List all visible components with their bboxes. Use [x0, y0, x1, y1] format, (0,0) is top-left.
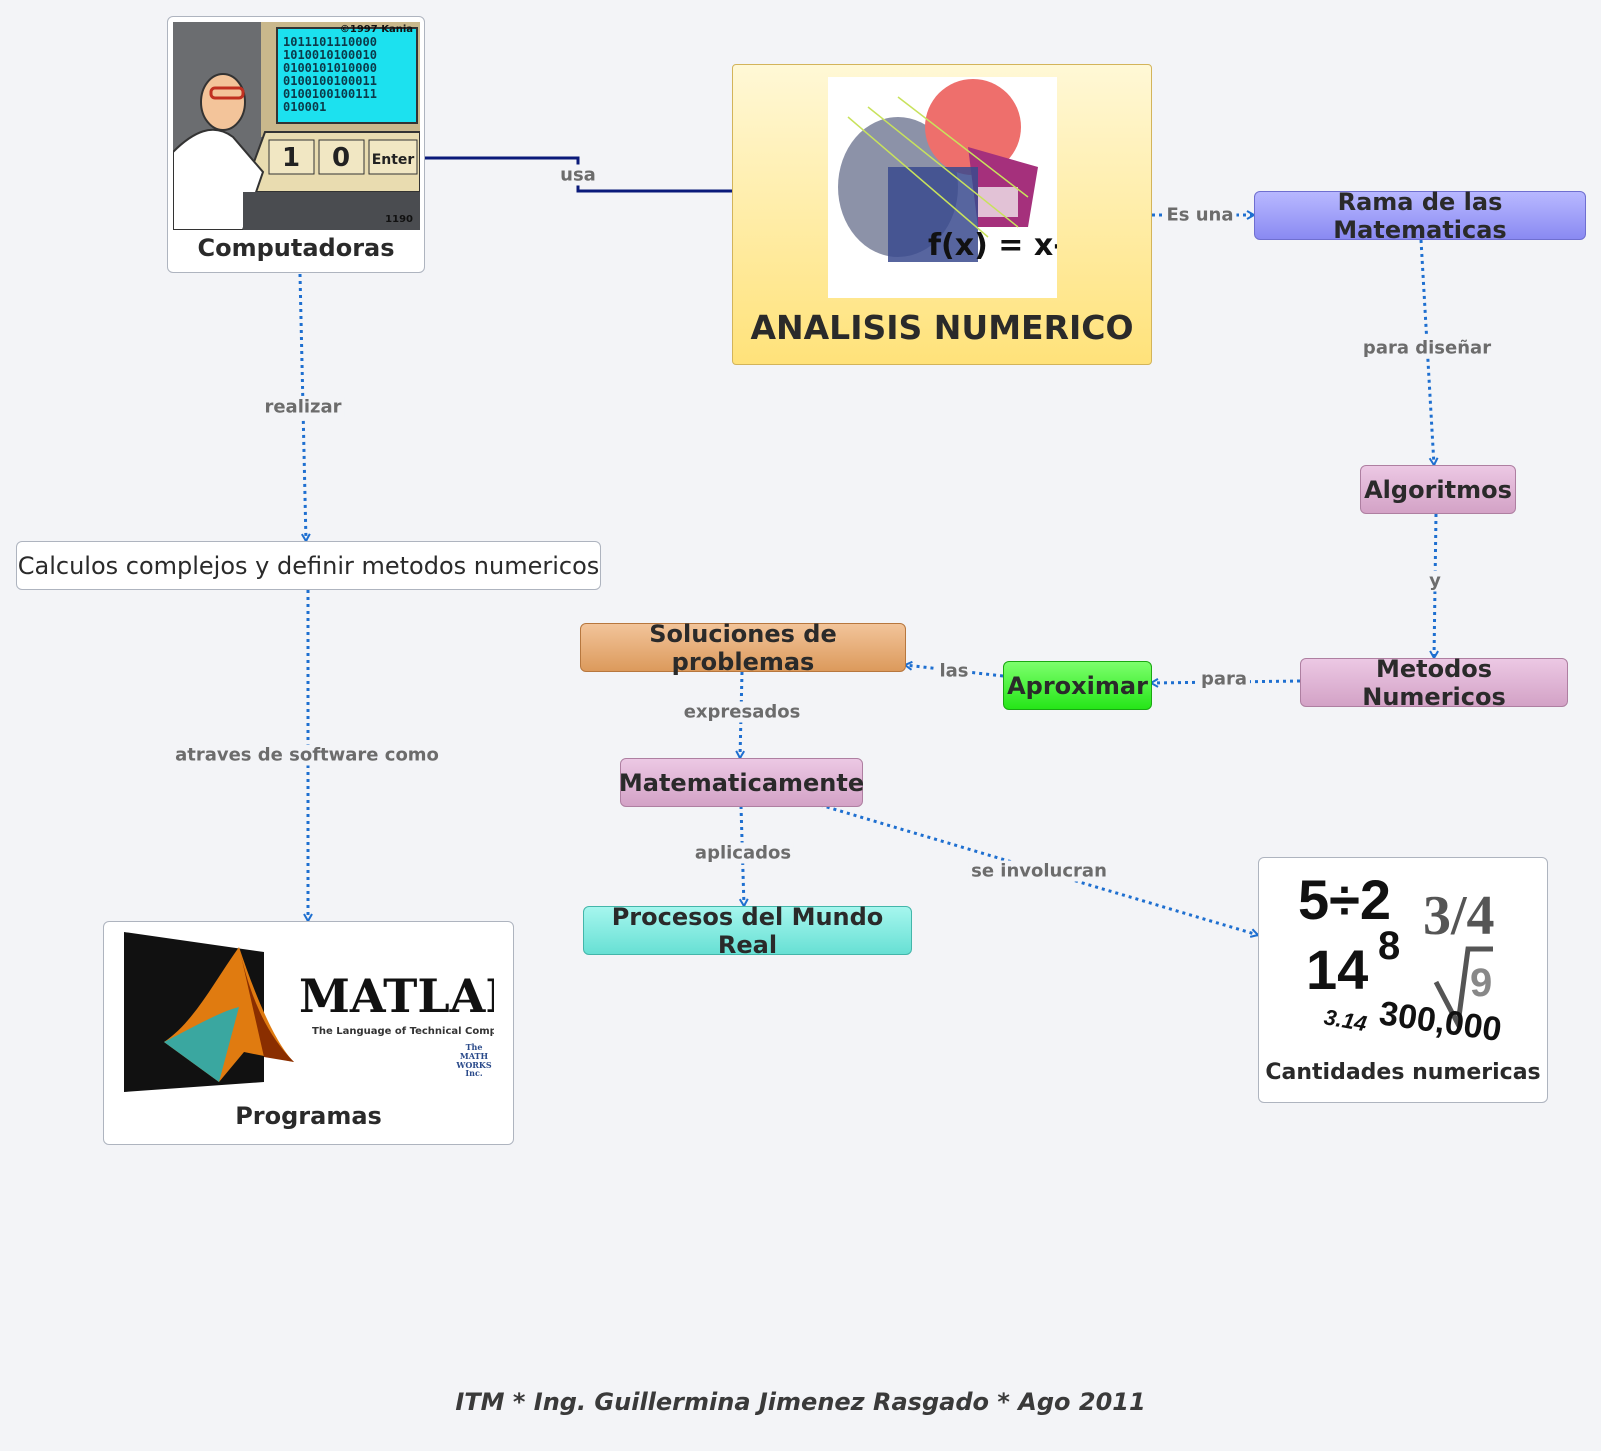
key-enter: Enter	[371, 152, 414, 168]
edge-se-involucran	[819, 803, 1258, 935]
node-cantidades-numericas[interactable]: 5÷2 3/4 14 8 9 3.14 300,000 Cantidades n…	[1258, 857, 1548, 1103]
mathworks-line-4: Inc.	[465, 1068, 482, 1078]
node-computadoras[interactable]: ©1997 Kania 1011101110000 1010010100010 …	[167, 16, 425, 273]
node-algoritmos[interactable]: Algoritmos	[1360, 465, 1516, 514]
numbers-illustration: 5÷2 3/4 14 8 9 3.14 300,000	[1298, 868, 1504, 1049]
number-fourteen: 14	[1306, 938, 1368, 1001]
binary-line-3: 0100101010000	[283, 61, 377, 75]
binary-line-6: 010001	[283, 100, 326, 114]
edge-label-usa: usa	[557, 164, 599, 186]
math-formula: f(x) = x-T	[928, 228, 1057, 263]
edge-label-expresados: expresados	[680, 701, 804, 723]
math-illustration: f(x) = x-T	[827, 77, 1057, 298]
mathworks-line-1: The	[465, 1042, 482, 1052]
computer-copyright: ©1997 Kania	[339, 24, 412, 35]
node-cantidades-numericas-label: Cantidades numericas	[1265, 1060, 1541, 1085]
node-analisis-numerico[interactable]: f(x) = x-T ANALISIS NUMERICO	[732, 64, 1152, 365]
matlab-subtitle: The Language of Technical Computing	[312, 1026, 494, 1037]
node-computadoras-label: Computadoras	[197, 234, 395, 262]
node-programas-label: Programas	[235, 1102, 382, 1130]
edge-label-y: y	[1426, 570, 1444, 592]
key-one: 1	[281, 143, 299, 173]
number-nine: 9	[1470, 961, 1492, 1005]
key-zero: 0	[331, 143, 349, 173]
edge-label-atraves: atraves de software como	[172, 744, 442, 766]
node-programas[interactable]: MATLAB The Language of Technical Computi…	[103, 921, 514, 1145]
edge-label-para: para	[1197, 668, 1251, 690]
number-pi: 3.14	[1322, 1004, 1369, 1036]
node-aproximar[interactable]: Aproximar	[1003, 661, 1152, 710]
number-fraction: 3/4	[1423, 885, 1495, 947]
mathworks-line-3: WORKS	[455, 1060, 492, 1070]
edge-label-las: las	[936, 660, 972, 682]
edge-label-realizar: realizar	[261, 396, 345, 418]
matlab-logo: MATLAB The Language of Technical Computi…	[123, 932, 494, 1092]
node-rama-matematicas[interactable]: Rama de las Matematicas	[1254, 188, 1586, 244]
number-eight: 8	[1378, 924, 1400, 968]
computer-illustration: ©1997 Kania 1011101110000 1010010100010 …	[172, 22, 420, 230]
binary-line-5: 0100100100111	[283, 87, 377, 101]
node-procesos-mundo-real[interactable]: Procesos del Mundo Real	[583, 903, 912, 959]
footer-credit: ITM * Ing. Guillermina Jimenez Rasgado *…	[455, 1388, 1146, 1416]
node-calculos-complejos[interactable]: Calculos complejos y definir metodos num…	[16, 541, 601, 590]
node-metodos-numericos[interactable]: Metodos Numericos	[1300, 655, 1568, 711]
matlab-title: MATLAB	[299, 969, 494, 1023]
edge-label-se-involucran: se involucran	[968, 860, 1110, 882]
node-soluciones-problemas[interactable]: Soluciones de problemas	[580, 620, 906, 676]
node-analisis-numerico-label: ANALISIS NUMERICO	[750, 308, 1134, 347]
mathworks-line-2: MATH	[459, 1051, 488, 1061]
binary-line-1: 1011101110000	[283, 35, 377, 49]
edge-label-aplicados: aplicados	[691, 842, 795, 864]
edge-label-para-disenar: para diseñar	[1359, 337, 1495, 359]
binary-line-4: 0100100100011	[283, 74, 377, 88]
computer-code: 1190	[385, 214, 413, 225]
number-division: 5÷2	[1298, 868, 1391, 931]
edge-label-es-una: Es una	[1163, 204, 1237, 226]
node-matematicamente[interactable]: Matematicamente	[619, 758, 864, 807]
binary-line-2: 1010010100010	[283, 48, 377, 62]
